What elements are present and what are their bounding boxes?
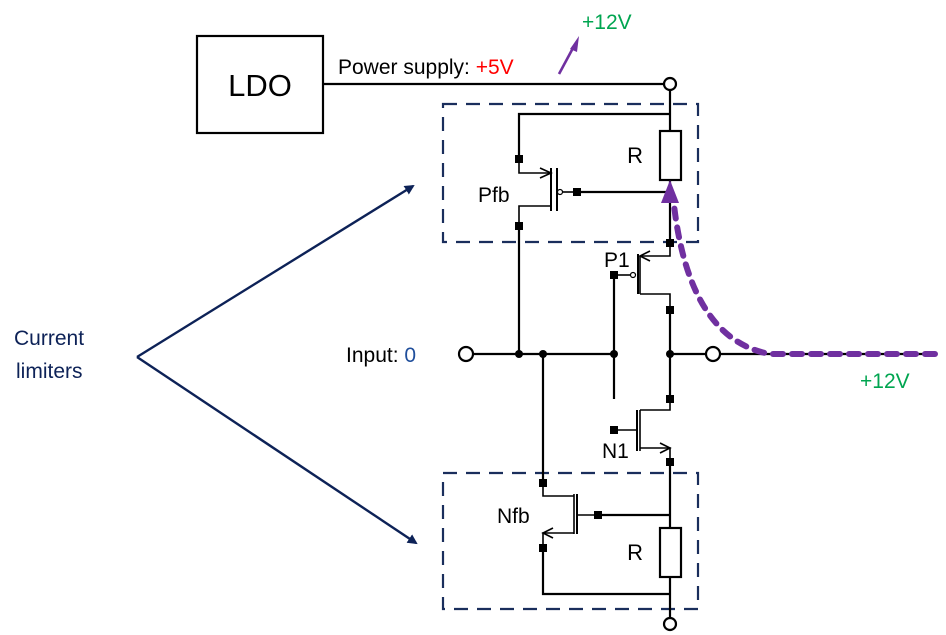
resistor-bottom-label: R: [627, 540, 643, 565]
power-supply-value: +5V: [476, 56, 514, 79]
current-limiters-label-line2: limiters: [16, 360, 83, 383]
resistor-top: [658, 129, 683, 182]
ldo-block: LDO: [195, 34, 325, 135]
reverse-current-path: [671, 202, 938, 357]
ldo-label: LDO: [228, 68, 292, 103]
ground-terminal: [662, 616, 678, 632]
pfb-drain-node: [515, 222, 523, 230]
pfb-source-wire: [517, 112, 670, 159]
n1-gate-node: [610, 426, 618, 434]
pfb-transistor: [515, 112, 670, 230]
pfb-label: Pfb: [478, 184, 510, 207]
boost-arrow-head: [570, 36, 579, 52]
output-voltage-label: +12V: [860, 370, 910, 393]
nfb-label: Nfb: [497, 505, 530, 528]
arrow-to-bottom-limiter: [136, 356, 418, 545]
output-terminal: [704, 345, 722, 363]
nfb-transistor: [539, 479, 670, 596]
ldo-box: [195, 34, 325, 135]
resistor-top-label: R: [627, 143, 643, 168]
resistor-bottom: [658, 526, 683, 579]
bottom-current-limiter-box: [441, 471, 700, 611]
nfb-source-node: [539, 544, 547, 552]
pfb-source-node: [515, 155, 523, 163]
boost-arrow: [557, 47, 575, 75]
nfb-drain-node: [539, 479, 547, 487]
pfb-gate-node: [573, 188, 581, 196]
reverse-current-arrowhead: [661, 180, 679, 203]
power-supply-label: Power supply: +5V: [338, 56, 514, 79]
p1-gate-node: [610, 271, 618, 279]
input-terminal: [457, 345, 475, 363]
p1-transistor: [610, 239, 674, 314]
arrow-to-top-limiter: [136, 184, 415, 359]
nfb-gate-node: [594, 511, 602, 519]
n1-arrow: [659, 442, 672, 454]
nfb-arrow: [541, 527, 554, 539]
n1-transistor: [610, 395, 674, 466]
n1-label: N1: [602, 440, 629, 463]
input-value: 0: [404, 344, 416, 367]
current-limiters-label-line1: Current: [14, 327, 84, 350]
supply-terminal: [662, 76, 678, 92]
n1-drain-node: [666, 395, 674, 403]
top-current-limiter-box: [441, 102, 700, 244]
p1-drain-node: [666, 306, 674, 314]
p1-label: P1: [604, 249, 630, 272]
boost-voltage-label: +12V: [582, 11, 632, 34]
pfb-gate-bubble: [556, 188, 564, 196]
input-label: Input: 0: [346, 344, 416, 367]
